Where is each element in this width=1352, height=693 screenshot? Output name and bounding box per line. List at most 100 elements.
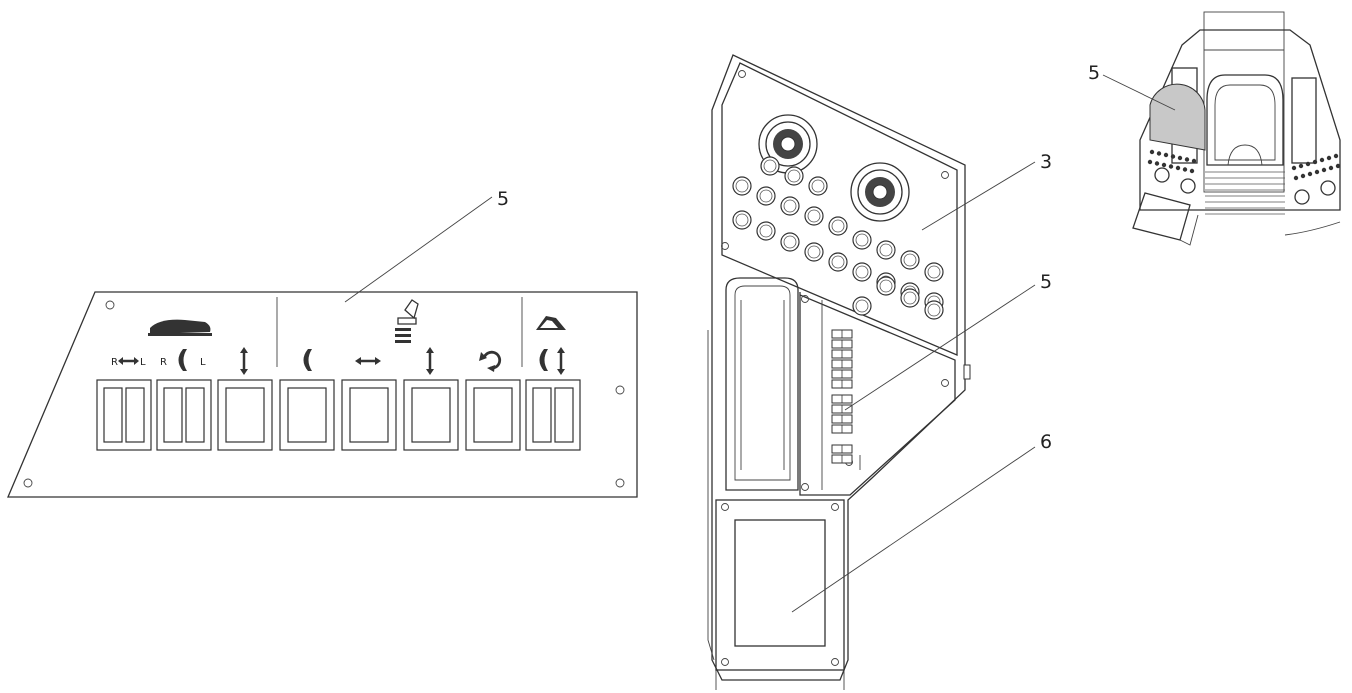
round-button-inner xyxy=(903,253,917,267)
screw xyxy=(831,658,839,666)
overview-joystick xyxy=(1294,189,1310,205)
overview-dot xyxy=(1298,163,1304,169)
display-panel xyxy=(715,499,845,671)
overview-dot xyxy=(1191,158,1197,164)
leader-line xyxy=(921,161,1036,231)
round-button-inner xyxy=(831,255,845,269)
overview-dot xyxy=(1177,155,1183,161)
screw xyxy=(941,171,949,179)
label-r: R xyxy=(111,357,118,368)
panel-screw xyxy=(615,385,625,395)
panel-screw xyxy=(615,478,625,488)
up-down-arrow-icon xyxy=(557,347,565,375)
overview-dot xyxy=(1293,175,1299,181)
overview-dot xyxy=(1305,161,1311,167)
rocker-switch xyxy=(411,387,451,443)
overview-dot xyxy=(1291,165,1297,171)
button-grid xyxy=(732,156,944,320)
overview-dot xyxy=(1156,151,1162,156)
armrest xyxy=(725,277,799,491)
overview-joystick xyxy=(1180,178,1196,194)
overview-dot xyxy=(1333,153,1339,159)
overview-display xyxy=(1132,192,1191,241)
left-right-arrow-icon xyxy=(118,357,139,365)
rocker-switch xyxy=(554,387,574,443)
overview-dot xyxy=(1161,162,1167,168)
panel-screw xyxy=(23,478,33,488)
screw xyxy=(801,483,809,491)
switch-row xyxy=(96,379,581,451)
round-button-inner xyxy=(879,279,893,293)
screw xyxy=(721,242,729,250)
callout-5: 5 xyxy=(1040,271,1052,293)
round-button-inner xyxy=(855,299,869,313)
overview-joystick xyxy=(1320,180,1336,196)
overview-steps xyxy=(1205,171,1285,215)
overview-dot xyxy=(1300,173,1306,179)
round-button-inner xyxy=(759,189,773,203)
display-screen xyxy=(734,519,826,647)
machine-overview xyxy=(1132,11,1341,246)
screw xyxy=(831,503,839,511)
leader-line xyxy=(844,284,1036,411)
round-button-inner xyxy=(763,159,777,173)
overview-dot xyxy=(1326,155,1332,161)
operator-console xyxy=(707,54,971,690)
round-button-inner xyxy=(759,224,773,238)
round-button-inner xyxy=(903,291,917,305)
rocker-switch xyxy=(473,387,513,443)
overview-buttons xyxy=(1147,149,1341,181)
side-knob xyxy=(963,364,971,380)
overview-dot xyxy=(1319,157,1325,163)
leader-line xyxy=(1102,74,1176,111)
screw xyxy=(721,658,729,666)
up-down-arrow-icon xyxy=(426,347,434,375)
round-button-inner xyxy=(735,179,749,193)
overview-dot xyxy=(1163,152,1169,158)
tilt-icon xyxy=(539,349,548,371)
overview-dot xyxy=(1335,163,1341,169)
callout-5: 5 xyxy=(1088,62,1100,84)
console-side xyxy=(707,330,715,661)
panel-outline xyxy=(7,291,638,498)
round-button-inner xyxy=(783,199,797,213)
label-r: R xyxy=(160,357,167,368)
overview-dot xyxy=(1154,161,1160,166)
rocker-switch xyxy=(225,387,265,443)
screw xyxy=(738,70,746,78)
screw xyxy=(941,379,949,387)
switch-strip xyxy=(831,329,853,464)
rocker-switch xyxy=(532,387,552,443)
round-button-inner xyxy=(855,265,869,279)
tilt-icon xyxy=(303,349,312,371)
screw xyxy=(801,295,809,303)
rocker-switch xyxy=(103,387,123,443)
switch-panel: R L R L xyxy=(7,291,638,498)
leader-line xyxy=(791,446,1036,613)
panel-screw xyxy=(105,300,115,310)
rocker-switch xyxy=(287,387,327,443)
round-button-inner xyxy=(855,233,869,247)
left-right-arrow-icon xyxy=(355,357,381,365)
cab-frame xyxy=(1203,11,1285,193)
leader-line xyxy=(344,196,493,303)
round-button-inner xyxy=(879,243,893,257)
overview-dot xyxy=(1170,154,1176,159)
overview-dot xyxy=(1168,164,1174,169)
overview-dot xyxy=(1307,171,1313,177)
overview-dot xyxy=(1321,167,1327,173)
label-l: L xyxy=(140,357,146,368)
cabin-icon xyxy=(536,316,566,330)
machine-body-icon xyxy=(148,319,212,336)
round-button-inner xyxy=(831,219,845,233)
round-button-inner xyxy=(811,179,825,193)
rotate-icon xyxy=(479,350,502,372)
round-button-inner xyxy=(927,303,941,317)
tilt-icon xyxy=(178,349,187,371)
overview-dot xyxy=(1175,165,1181,171)
overview-dot xyxy=(1312,159,1318,165)
callout-3: 3 xyxy=(1040,151,1052,173)
joystick-right xyxy=(850,162,910,222)
rocker-switch xyxy=(125,387,145,443)
up-down-arrow-icon xyxy=(240,347,248,375)
